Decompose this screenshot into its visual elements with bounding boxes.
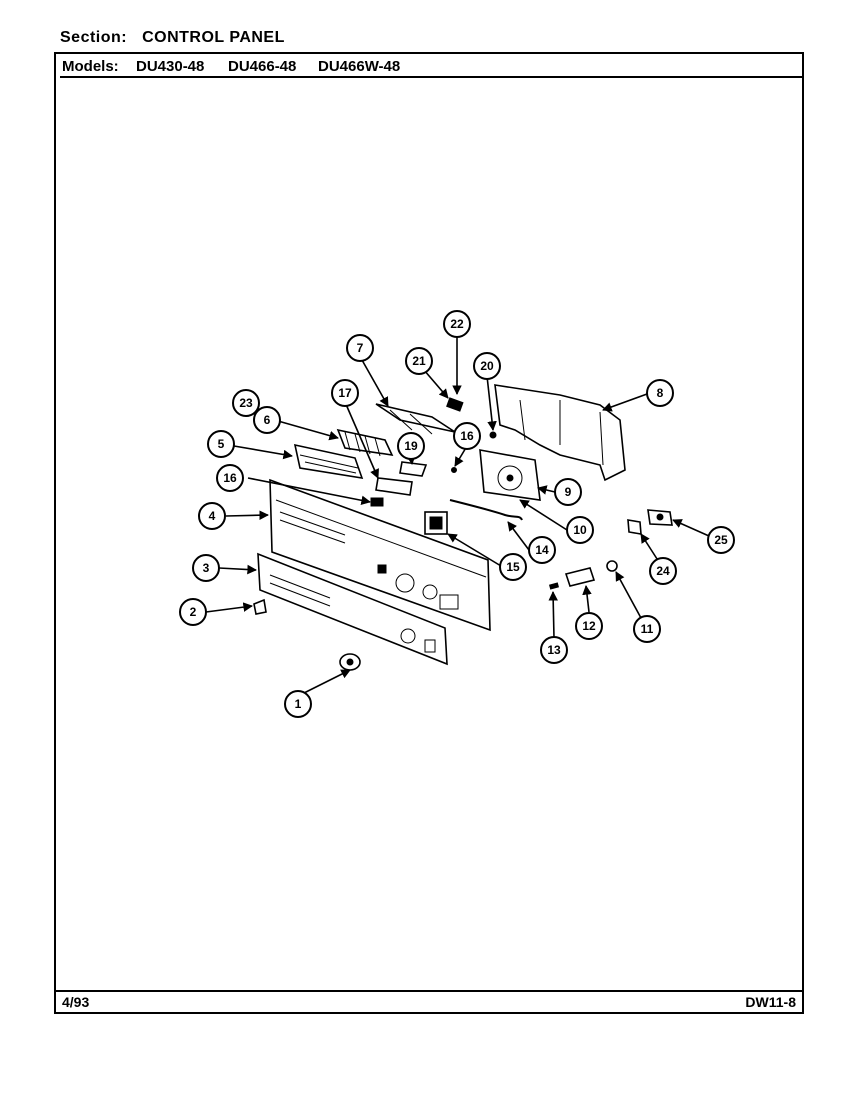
part-2-insert: [253, 598, 267, 615]
model-2: DU466-48: [228, 58, 297, 75]
leader-lines: [205, 336, 710, 697]
section-value: CONTROL PANEL: [142, 29, 285, 46]
footer-row: 4/93 DW11-8: [56, 990, 802, 1012]
callout-3: 3: [192, 554, 220, 582]
callout-11: 11: [633, 615, 661, 643]
part-20-screw: [489, 431, 497, 439]
callout-10: 10: [566, 516, 594, 544]
callout-7: 7: [346, 334, 374, 362]
svg-text:10: 10: [573, 523, 587, 537]
callout-17: 17: [331, 379, 359, 407]
svg-text:13: 13: [547, 643, 561, 657]
svg-text:23: 23: [239, 396, 253, 410]
part-19-clip: [399, 461, 428, 477]
part-24-valve-part: [627, 519, 642, 535]
callout-20: 20: [473, 352, 501, 380]
callout-2: 2: [179, 598, 207, 626]
part-13-clip: [549, 582, 559, 590]
callout-8: 8: [646, 379, 674, 407]
svg-text:7: 7: [357, 341, 364, 355]
model-3: DU466W-48: [318, 58, 401, 75]
part-7-strip: [375, 403, 456, 433]
models-label: Models:: [62, 58, 119, 75]
svg-text:8: 8: [657, 386, 664, 400]
svg-text:4: 4: [209, 509, 216, 523]
svg-text:2: 2: [190, 605, 197, 619]
svg-text:21: 21: [412, 354, 426, 368]
callout-14: 14: [528, 536, 556, 564]
drawing-frame: Models: DU430-48 DU466-48 DU466W-48 4/93…: [54, 52, 804, 1014]
part-16-rivet: [370, 497, 384, 507]
model-1: DU430-48: [136, 58, 205, 75]
section-header: Section: CONTROL PANEL: [60, 29, 285, 47]
callout-24: 24: [649, 557, 677, 585]
svg-text:6: 6: [264, 413, 271, 427]
callout-9: 9: [554, 478, 582, 506]
part-3-facia: [257, 552, 448, 666]
svg-text:20: 20: [480, 359, 494, 373]
svg-text:11: 11: [641, 622, 654, 636]
callout-1: 1: [284, 690, 312, 718]
callout-21: 21: [405, 347, 433, 375]
models-row: Models: DU430-48 DU466-48 DU466W-48: [60, 56, 802, 78]
callout-16-left: 16: [216, 464, 244, 492]
callout-4: 4: [198, 502, 226, 530]
part-12-connector: [564, 567, 596, 587]
svg-text:17: 17: [338, 386, 352, 400]
svg-text:14: 14: [535, 543, 549, 557]
callouts: 1 2 3 4 5 6 7 8 9 10 11 12 13 14 15 16 1…: [179, 310, 735, 718]
callout-25: 25: [707, 526, 735, 554]
callout-5: 5: [207, 430, 235, 458]
part-14-harness: [449, 499, 523, 521]
part-16-pin: [451, 467, 457, 473]
page-code: DW11-8: [745, 994, 796, 1010]
callout-6: 6: [253, 406, 281, 434]
part-11-washer: [606, 560, 618, 572]
svg-text:16: 16: [460, 429, 474, 443]
revision-date: 4/93: [62, 994, 90, 1010]
svg-text:19: 19: [404, 439, 418, 453]
svg-text:5: 5: [218, 437, 225, 451]
callout-15: 15: [499, 553, 527, 581]
svg-text:12: 12: [582, 619, 596, 633]
svg-text:16: 16: [223, 471, 237, 485]
callout-16-right: 16: [453, 422, 481, 450]
svg-text:15: 15: [506, 560, 520, 574]
part-17-card: [375, 477, 413, 496]
part-21-connector: [446, 397, 464, 412]
svg-text:22: 22: [450, 317, 464, 331]
part-shapes: [253, 384, 673, 671]
callout-12: 12: [575, 612, 603, 640]
svg-text:1: 1: [295, 697, 302, 711]
svg-text:9: 9: [565, 485, 572, 499]
svg-text:3: 3: [203, 561, 210, 575]
svg-text:24: 24: [656, 564, 670, 578]
svg-text:25: 25: [714, 533, 728, 547]
callout-13: 13: [540, 636, 568, 664]
callout-19: 19: [397, 432, 425, 460]
part-6-switch-bank: [336, 428, 394, 457]
section-label: Section:: [60, 29, 128, 46]
callout-23: 23: [232, 389, 260, 417]
callout-22: 22: [443, 310, 471, 338]
